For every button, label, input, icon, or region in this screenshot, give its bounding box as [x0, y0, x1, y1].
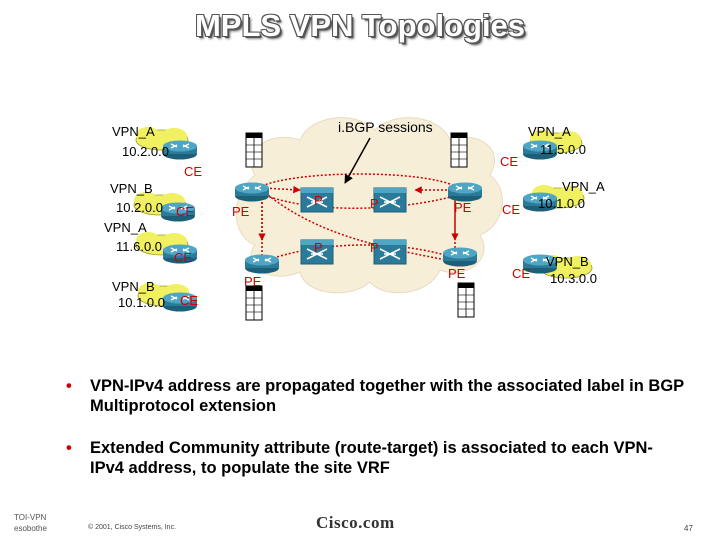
site-vpn-label: VPN_A	[562, 179, 605, 194]
ce-label: CE	[512, 266, 530, 281]
bullet-dot: •	[66, 439, 72, 457]
site-net-label: 10.1.0.0	[538, 196, 585, 211]
router-icon	[447, 181, 483, 203]
bullet-item: • VPN-IPv4 address are propagated togethe…	[66, 376, 686, 416]
p-label: P	[370, 240, 379, 255]
bullet-list: • VPN-IPv4 address are propagated togethe…	[66, 376, 686, 500]
site-net-label: 11.5.0.0	[540, 142, 586, 157]
ce-label: CE	[180, 293, 198, 308]
site-net-label: 11.6.0.0	[116, 239, 162, 254]
router-icon	[244, 253, 280, 275]
site-vpn-label: VPN_A	[112, 124, 155, 139]
site-net-label: 10.3.0.0	[550, 271, 597, 286]
bullet-item: • Extended Community attribute (route-tar…	[66, 438, 686, 478]
site-vpn-label: VPN_B	[112, 279, 155, 294]
router-icon	[373, 239, 407, 265]
bullet-text: VPN-IPv4 address are propagated together…	[90, 377, 684, 415]
pe-label: PE	[244, 274, 262, 289]
vrf-table-icon	[245, 285, 263, 321]
vrf-table-icon	[450, 132, 468, 168]
site-vpn-label: VPN_A	[104, 220, 147, 235]
p-label: P	[314, 193, 323, 208]
router-icon	[442, 246, 478, 268]
pe-label: PE	[448, 266, 466, 281]
vrf-table-icon	[457, 282, 475, 318]
site-net-label: 10.1.0.0	[118, 295, 165, 310]
ce-label: CE	[176, 204, 194, 219]
p-label: P	[370, 196, 379, 211]
ibgp-arrow	[344, 137, 371, 184]
cisco-logo: Cisco.com	[316, 513, 395, 532]
pe-label: PE	[454, 200, 472, 215]
ce-label: CE	[502, 202, 520, 217]
vrf-table-icon	[245, 132, 263, 168]
ce-label: CE	[500, 154, 518, 169]
footer-course-line1: TOI-VPN	[14, 513, 47, 522]
bullet-text: Extended Community attribute (route-targ…	[90, 439, 653, 477]
ibgp-label: i.BGP sessions	[338, 119, 433, 135]
ce-label: CE	[174, 250, 192, 265]
router-icon	[373, 187, 407, 213]
mpls-topology-diagram: i.BGP sessions VPN_A 10.2.0.0 VPN_B 10.2…	[104, 117, 605, 321]
page-title: MPLS VPN Topologies	[194, 8, 526, 43]
page-number: 47	[684, 524, 693, 533]
footer-course-line2: esobothe	[14, 524, 47, 533]
site-vpn-label: VPN_B	[546, 254, 589, 269]
session-lines	[258, 173, 459, 263]
footer-course: TOI-VPN esobothe	[14, 512, 47, 534]
ce-label: CE	[184, 164, 202, 179]
site-vpn-label: VPN_A	[528, 124, 571, 139]
router-icon	[234, 181, 270, 203]
pe-label: PE	[232, 204, 250, 219]
site-net-label: 10.2.0.0	[116, 200, 163, 215]
site-vpn-label: VPN_B	[110, 181, 153, 196]
bullet-dot: •	[66, 377, 72, 395]
site-net-label: 10.2.0.0	[122, 144, 169, 159]
footer-copyright: © 2001, Cisco Systems, Inc.	[88, 524, 177, 531]
p-label: P	[314, 240, 323, 255]
